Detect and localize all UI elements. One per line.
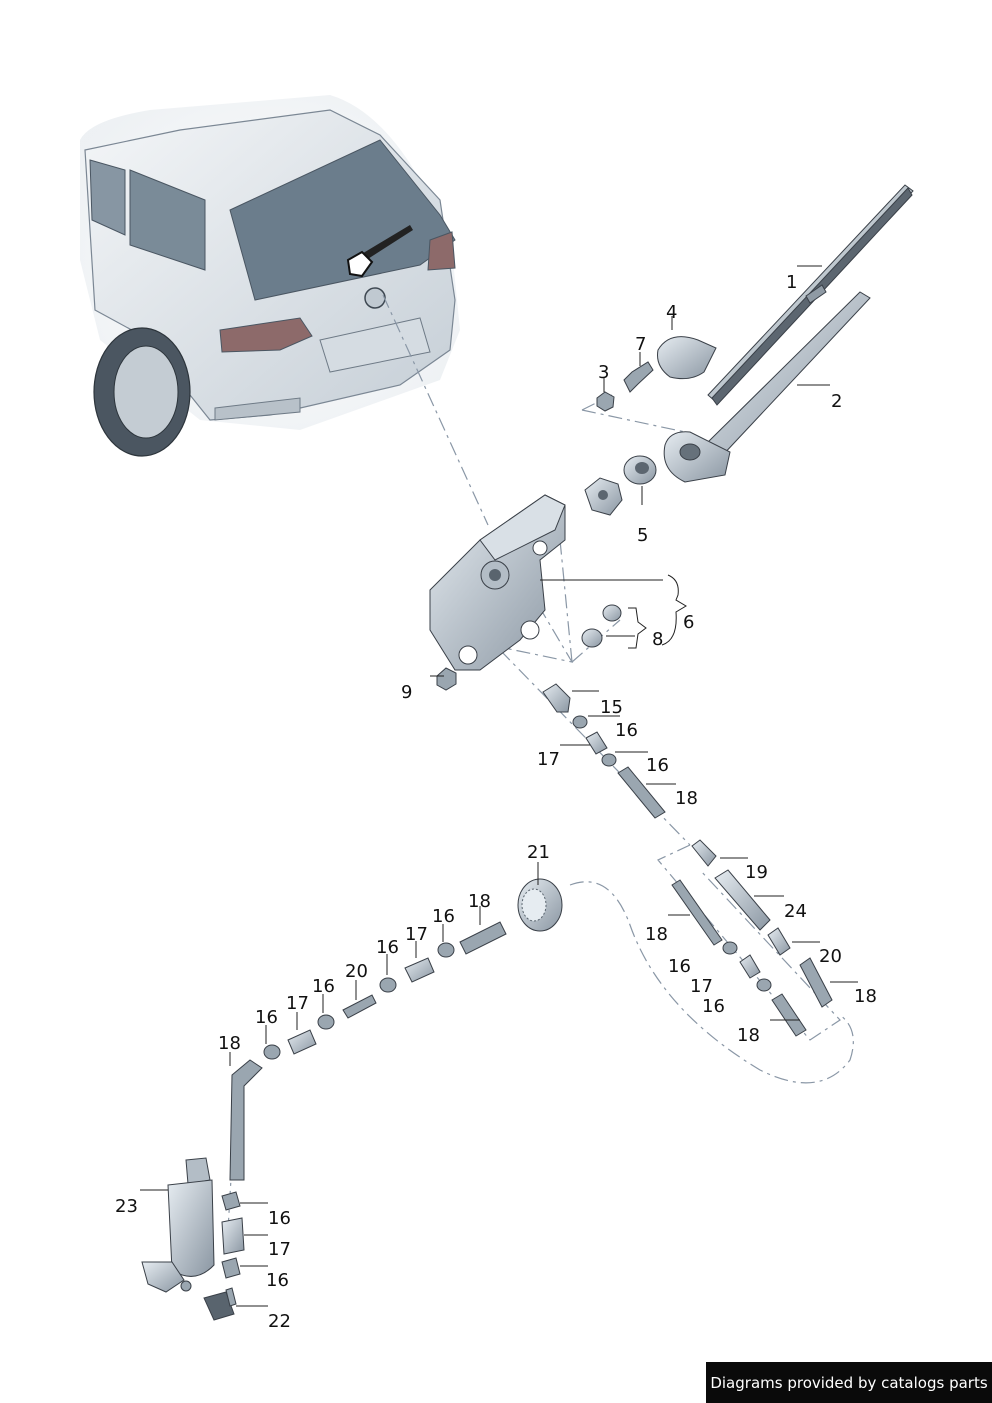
callout-16-b: 16 (646, 755, 669, 776)
callout-4: 4 (666, 302, 677, 323)
wiper-motor (429, 494, 566, 671)
connector-22 (203, 1287, 237, 1321)
callout-9: 9 (401, 682, 412, 703)
callout-17-c: 17 (405, 924, 428, 945)
callout-22: 22 (268, 1311, 291, 1332)
nut-9 (436, 667, 457, 691)
callout-16-a: 16 (615, 720, 638, 741)
callout-16-i: 16 (268, 1208, 291, 1229)
callout-17-e: 17 (268, 1239, 291, 1260)
grommets-8 (581, 604, 622, 648)
callout-16-e: 16 (432, 906, 455, 927)
callout-17-a: 17 (537, 749, 560, 770)
callout-8: 8 (652, 629, 663, 650)
washer-pump-23 (141, 1157, 215, 1293)
washer-jet-21 (517, 878, 563, 932)
credit-banner: Diagrams provided by catalogs parts (706, 1362, 992, 1403)
callout-18-d: 18 (737, 1025, 760, 1046)
callout-16-c: 16 (668, 956, 691, 977)
callout-2: 2 (831, 391, 842, 412)
callout-16-f: 16 (376, 937, 399, 958)
wiper-blade (707, 184, 914, 406)
callout-labels: 1 2 3 4 7 5 6 8 9 15 16 17 16 18 19 24 1… (115, 272, 877, 1332)
callout-15: 15 (600, 697, 623, 718)
callout-20-a: 20 (819, 946, 842, 967)
pump-fittings (221, 1191, 245, 1279)
callout-7: 7 (635, 334, 646, 355)
callout-16-d: 16 (702, 996, 725, 1017)
callout-21: 21 (527, 842, 550, 863)
hose-fittings-upper (572, 715, 666, 819)
bolt-7 (623, 361, 654, 393)
credit-text: Diagrams provided by catalogs parts (710, 1373, 988, 1392)
vehicle-illustration (80, 95, 460, 457)
hose-chain-lower (229, 921, 507, 1181)
cap-4 (657, 336, 717, 380)
callout-3: 3 (598, 362, 609, 383)
callout-16-h: 16 (255, 1007, 278, 1028)
callout-24: 24 (784, 901, 807, 922)
callout-18-e: 18 (468, 891, 491, 912)
callout-18-f: 18 (218, 1033, 241, 1054)
callout-6: 6 (683, 612, 694, 633)
callout-16-j: 16 (266, 1270, 289, 1291)
callout-18-b: 18 (645, 924, 668, 945)
wiper-arm (663, 291, 871, 483)
leader-lines (140, 265, 858, 1307)
nozzle-15 (542, 683, 571, 713)
spacer-5 (584, 455, 657, 516)
callout-16-g: 16 (312, 976, 335, 997)
callout-18-c: 18 (854, 986, 877, 1007)
hose-fittings-right (671, 839, 833, 1037)
callout-19: 19 (745, 862, 768, 883)
callout-1: 1 (786, 272, 797, 293)
callout-20-b: 20 (345, 961, 368, 982)
callout-23: 23 (115, 1196, 138, 1217)
callout-18-a: 18 (675, 788, 698, 809)
nut-3 (596, 391, 615, 412)
callout-5: 5 (637, 525, 648, 546)
callout-17-b: 17 (690, 976, 713, 997)
callout-17-d: 17 (286, 993, 309, 1014)
